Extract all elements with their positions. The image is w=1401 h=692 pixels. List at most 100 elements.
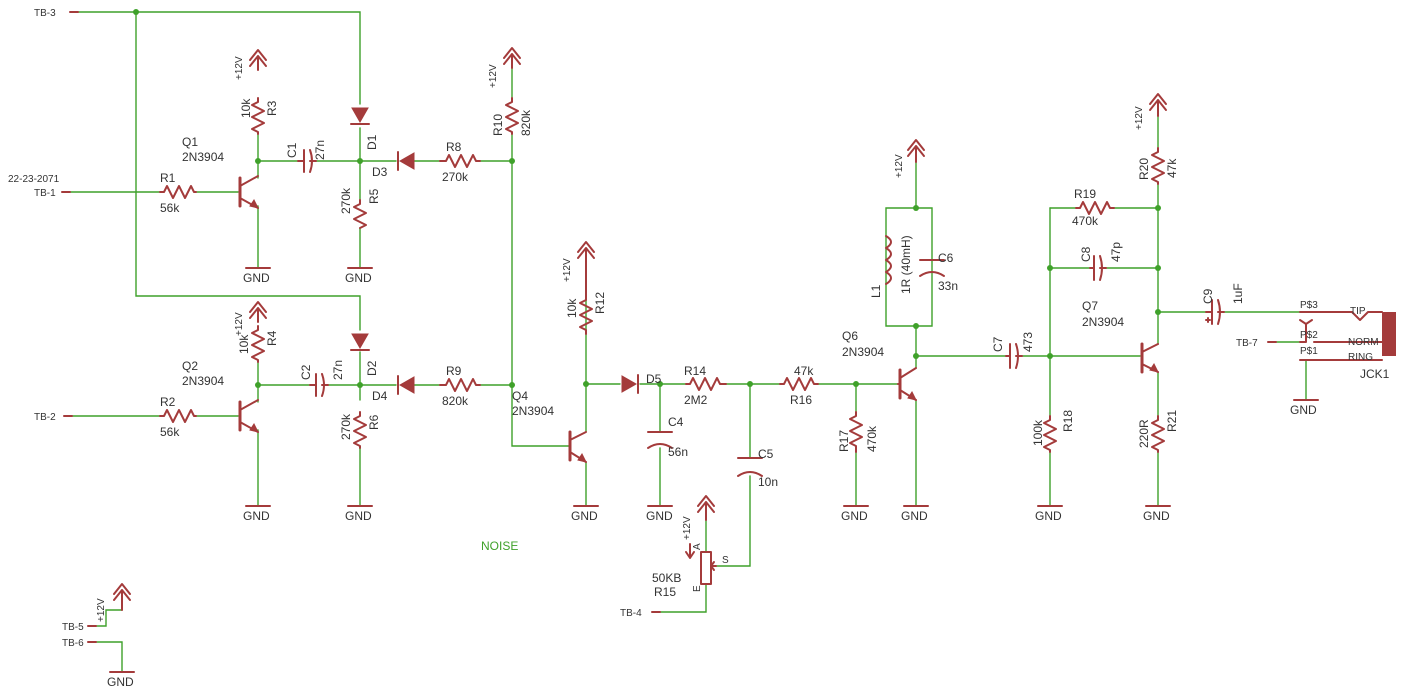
net-label-noise: NOISE: [481, 539, 518, 553]
supply-label: +12V: [562, 258, 573, 282]
part-value: 10n: [758, 475, 778, 489]
part-name: Q7: [1082, 299, 1098, 313]
part-value: 470k: [865, 425, 879, 452]
capacitor-c4: C4 56n: [647, 415, 688, 459]
diode-d3: D3: [372, 151, 415, 179]
supply-tb5: +12V: [96, 583, 131, 622]
resistor-r6: 270k R6: [339, 411, 381, 449]
resistor-r8: R8 270k: [439, 140, 481, 184]
ground-c4: GND: [646, 505, 673, 523]
part-value: 2N3904: [1082, 315, 1124, 329]
resistor-r3: 10k R3: [239, 97, 279, 135]
terminal-tb4: TB-4: [620, 608, 642, 619]
part-value: 1uF: [1231, 283, 1245, 304]
supply-r4: +12V: [234, 301, 267, 336]
part-value: 100k: [1031, 419, 1045, 446]
resistor-r5: 270k R5: [339, 187, 381, 229]
wires: [69, 11, 1307, 673]
ground-q2: GND: [243, 505, 271, 523]
resistor-r18: 100k R18: [1031, 410, 1075, 453]
part-value: 2N3904: [182, 150, 224, 164]
terminal-tb3: TB-3: [34, 8, 56, 19]
inductor-l1: L1 1R (40mH): [869, 235, 913, 298]
potentiometer-r15: A E S 50KB R15: [652, 543, 729, 599]
capacitor-c7: C7 473: [991, 332, 1035, 369]
capacitors: C1 27n C2 27n C4 56n C5 10n C6 33n C7 47…: [285, 140, 1245, 489]
terminal-tb7: TB-7: [1236, 338, 1258, 349]
part-name: R2: [160, 395, 176, 409]
transistors: Q1 2N3904 Q2 2N3904 Q4 2N3904 Q6 2N3904: [182, 135, 1159, 463]
transistor-q6: Q6 2N3904: [842, 329, 917, 401]
transistor-q4: Q4 2N3904: [512, 389, 587, 463]
part-value: 2M2: [684, 393, 708, 407]
part-value: 47k: [1165, 158, 1179, 178]
part-value: 470k: [1072, 214, 1099, 228]
part-value: 56k: [160, 201, 180, 215]
supply-label: +12V: [894, 154, 905, 178]
ground-label: GND: [243, 509, 270, 523]
part-name: R20: [1137, 158, 1151, 180]
terminal-tb6: TB-6: [62, 638, 84, 649]
ground-label: GND: [1035, 509, 1062, 523]
part-name: R15: [654, 585, 676, 599]
part-name: R3: [265, 100, 279, 116]
jack-name: JCK1: [1360, 367, 1390, 381]
ground-q6: GND: [901, 505, 929, 523]
part-name: R5: [367, 188, 381, 204]
ground-symbols: GND GND GND GND GND GND GND GND GND GND …: [107, 267, 1319, 689]
part-name: C1: [285, 142, 299, 158]
part-value: 473: [1021, 332, 1035, 352]
ground-q1: GND: [243, 267, 271, 285]
jack-norm-label: NORM: [1348, 337, 1379, 348]
part-name: C4: [668, 415, 684, 429]
supply-label: +12V: [96, 598, 107, 622]
ground-r5: GND: [345, 267, 373, 285]
supply-label: +12V: [1134, 106, 1145, 130]
part-name: C9: [1201, 288, 1215, 304]
part-value: 820k: [519, 109, 533, 136]
ground-tb6: GND: [107, 671, 135, 689]
part-value: 47p: [1109, 242, 1123, 262]
resistor-r12: 10k R12: [565, 261, 607, 335]
resistor-r2: R2 56k: [159, 395, 197, 439]
diode-d4: D4: [372, 375, 415, 403]
supply-r12: +12V: [562, 241, 595, 282]
ground-r17: GND: [841, 505, 869, 523]
jack-pin2: P$2: [1300, 330, 1318, 341]
part-name: C7: [991, 336, 1005, 352]
supply-r20: +12V: [1134, 93, 1167, 130]
ground-label: GND: [901, 509, 928, 523]
ground-r21: GND: [1143, 505, 1171, 523]
resistor-r9: R9 820k: [439, 364, 481, 408]
junctions: [133, 9, 1161, 388]
capacitor-c8: C8 47p: [1079, 242, 1123, 281]
supply-label: +12V: [488, 64, 499, 88]
capacitor-c9: C9 1uF: [1201, 283, 1245, 325]
capacitor-c2: C2 27n: [299, 360, 345, 397]
diode-d1: D1: [350, 107, 379, 150]
supply-label: +12V: [234, 56, 245, 80]
part-value: 10k: [565, 298, 579, 318]
jack-pin1: P$1: [1300, 346, 1318, 357]
part-name: R4: [265, 330, 279, 346]
part-name: R19: [1074, 187, 1096, 201]
part-value: 56n: [668, 445, 688, 459]
part-name: Q4: [512, 389, 528, 403]
part-value: 10k: [239, 98, 253, 118]
part-name: R10: [491, 114, 505, 136]
ground-label: GND: [345, 271, 372, 285]
transistor-q7: Q7 2N3904: [1082, 299, 1159, 374]
resistor-r21: 220R R21: [1137, 410, 1179, 453]
diode-d5: D5: [621, 372, 662, 394]
part-value: 270k: [339, 413, 353, 440]
part-value: 270k: [339, 187, 353, 214]
supply-r3: +12V: [234, 49, 267, 80]
part-name: D3: [372, 165, 388, 179]
part-name: D5: [646, 372, 662, 386]
ground-label: GND: [646, 509, 673, 523]
part-value: 2N3904: [842, 345, 884, 359]
part-value: 27n: [331, 360, 345, 380]
supply-symbols: +12V +12V +12V +12V +12V +12V +12V +12V: [96, 47, 1167, 622]
jack-pin3: P$3: [1300, 300, 1318, 311]
